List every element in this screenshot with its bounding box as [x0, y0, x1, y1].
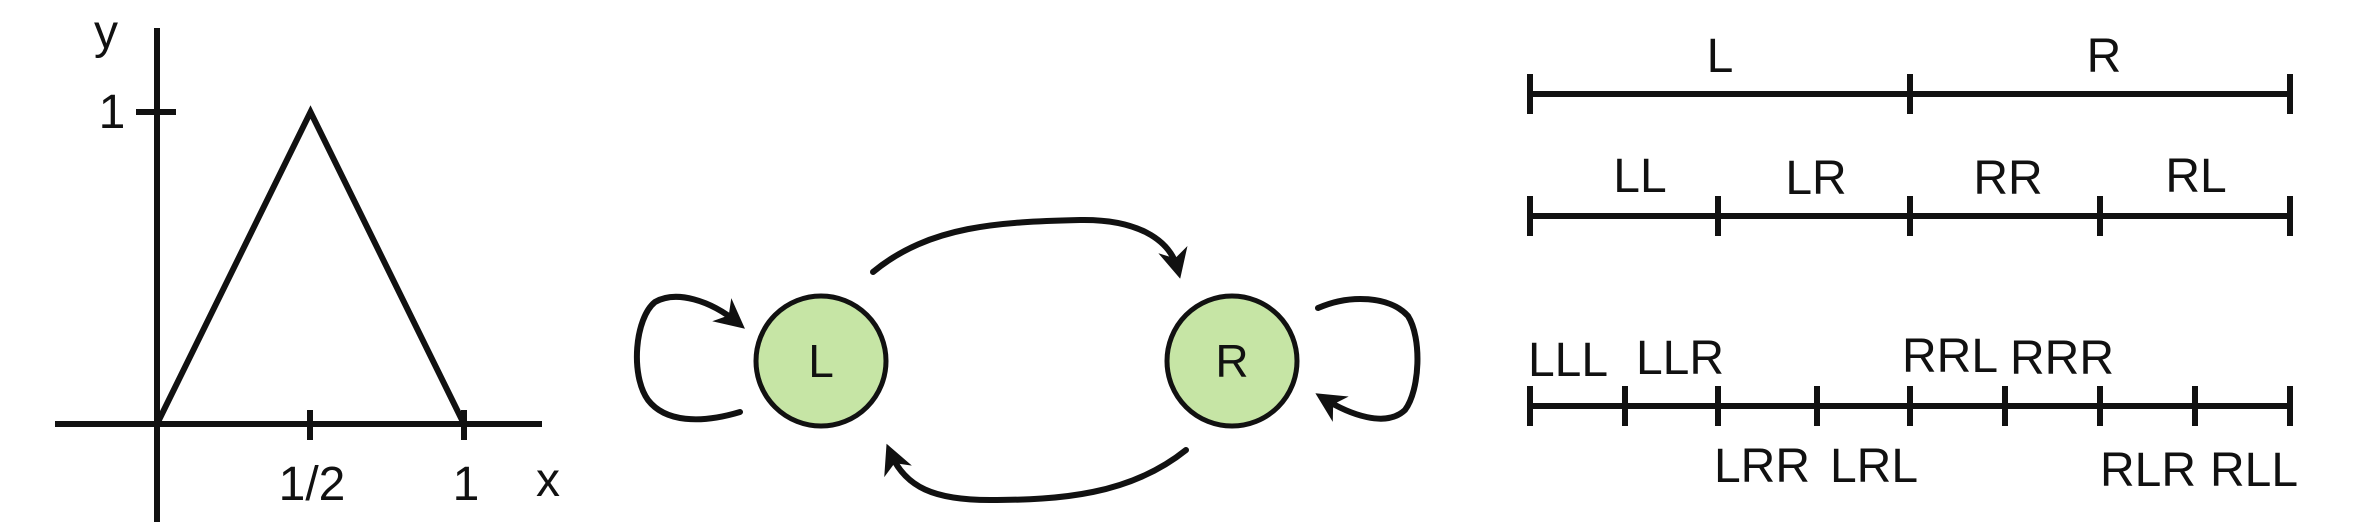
level-3-bottom-label: LRL [1830, 440, 1918, 493]
level-3-bottom-label: LRR [1714, 440, 1810, 493]
level-2-interval: LL LR RR RL [1527, 150, 2293, 236]
x-tick-label-1: 1 [453, 458, 480, 511]
arrow-r-to-l [884, 443, 1189, 504]
arrow-l-to-r [870, 216, 1188, 279]
level-3-bottom-label: RLL [2210, 444, 2298, 497]
level-3-top-label: LLR [1636, 332, 1724, 385]
x-tick-label-half: 1/2 [279, 458, 346, 511]
node-r [1164, 293, 1300, 429]
node-r-label: R [1215, 335, 1248, 387]
level-3-interval: LLL LLR RRL RRR LRR LRL RLR RLL [1527, 330, 2298, 497]
x-axis-label: x [536, 454, 560, 507]
level-2-label: RR [1973, 152, 2042, 205]
arrow-r-self-loop [1315, 296, 1421, 422]
node-l [753, 293, 889, 429]
level-3-top-label: RRL [1902, 330, 1998, 383]
level-3-bottom-label: RLR [2100, 444, 2196, 497]
level-3-top-label: RRR [2010, 332, 2114, 385]
level-3-top-label: LLL [1528, 334, 1608, 387]
y-tick-label-1: 1 [99, 86, 126, 139]
level-2-label: LR [1785, 152, 1846, 205]
level-2-label: LL [1613, 150, 1666, 203]
tent-map-plot: y 1 1/2 1 x [55, 6, 560, 522]
level-1-interval: L R [1527, 30, 2293, 114]
arrow-l-self-loop [633, 293, 745, 423]
tent-map-line [154, 105, 467, 426]
level-1-label: R [2087, 30, 2122, 83]
node-l-label: L [808, 335, 834, 387]
level-2-label: RL [2165, 150, 2226, 203]
interval-partitions: L R LL LR RR RL LLL [1527, 30, 2298, 497]
transition-graph: L R [633, 216, 1421, 504]
level-1-label: L [1707, 30, 1734, 83]
y-axis-label: y [94, 6, 118, 59]
